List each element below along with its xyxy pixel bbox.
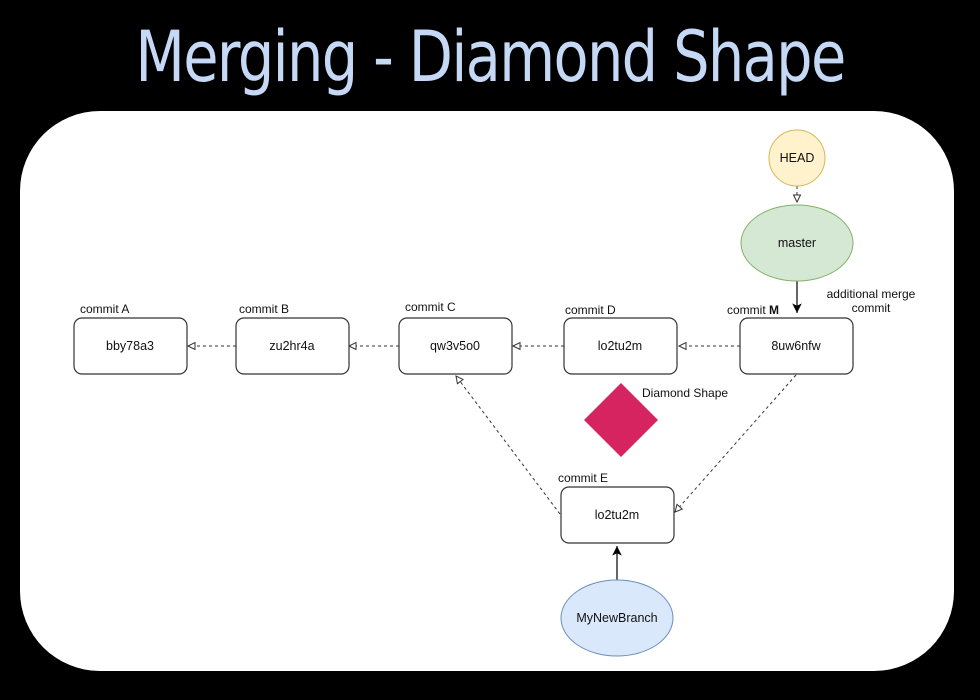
edge-e-to-c (455, 375, 561, 515)
commit-hash: lo2tu2m (598, 339, 642, 353)
commit-label: commit A (80, 302, 129, 316)
commit-label: commit D (565, 303, 616, 317)
commit-hash: lo2tu2m (595, 508, 639, 522)
merge-annotation-line1: additional merge (827, 287, 916, 301)
diamond-shape-icon (584, 383, 658, 457)
commit-node-b[interactable]: commit B zu2hr4a (235, 302, 350, 375)
commit-node-e[interactable]: commit E lo2tu2m (558, 471, 675, 544)
commit-label: commit C (405, 300, 456, 314)
branch-ref[interactable]: MyNewBranch (560, 579, 674, 657)
commit-hash: qw3v5o0 (430, 339, 480, 353)
commit-label: commit B (239, 302, 289, 316)
merge-annotation-line2: commit (852, 301, 891, 315)
commit-hash: zu2hr4a (269, 339, 314, 353)
commit-label: commit E (558, 471, 608, 485)
commit-hash: bby78a3 (106, 339, 154, 353)
diagram-card (20, 111, 954, 671)
edge-m-to-e (674, 374, 797, 513)
head-ref[interactable]: HEAD (768, 129, 826, 187)
head-label: HEAD (780, 151, 815, 165)
commit-node-d[interactable]: commit D lo2tu2m (563, 303, 678, 375)
commit-label: commit M (727, 303, 779, 317)
slide-title: Merging - Diamond Shape (135, 16, 846, 98)
commit-node-a[interactable]: commit A bby78a3 (73, 302, 188, 375)
master-label: master (778, 236, 816, 250)
commit-node-m[interactable]: commit M 8uw6nfw (727, 303, 854, 375)
diamond-label: Diamond Shape (642, 386, 728, 400)
commit-hash: 8uw6nfw (771, 339, 821, 353)
master-ref[interactable]: master (740, 204, 854, 282)
branch-label: MyNewBranch (576, 611, 657, 625)
commit-node-c[interactable]: commit C qw3v5o0 (398, 300, 513, 375)
